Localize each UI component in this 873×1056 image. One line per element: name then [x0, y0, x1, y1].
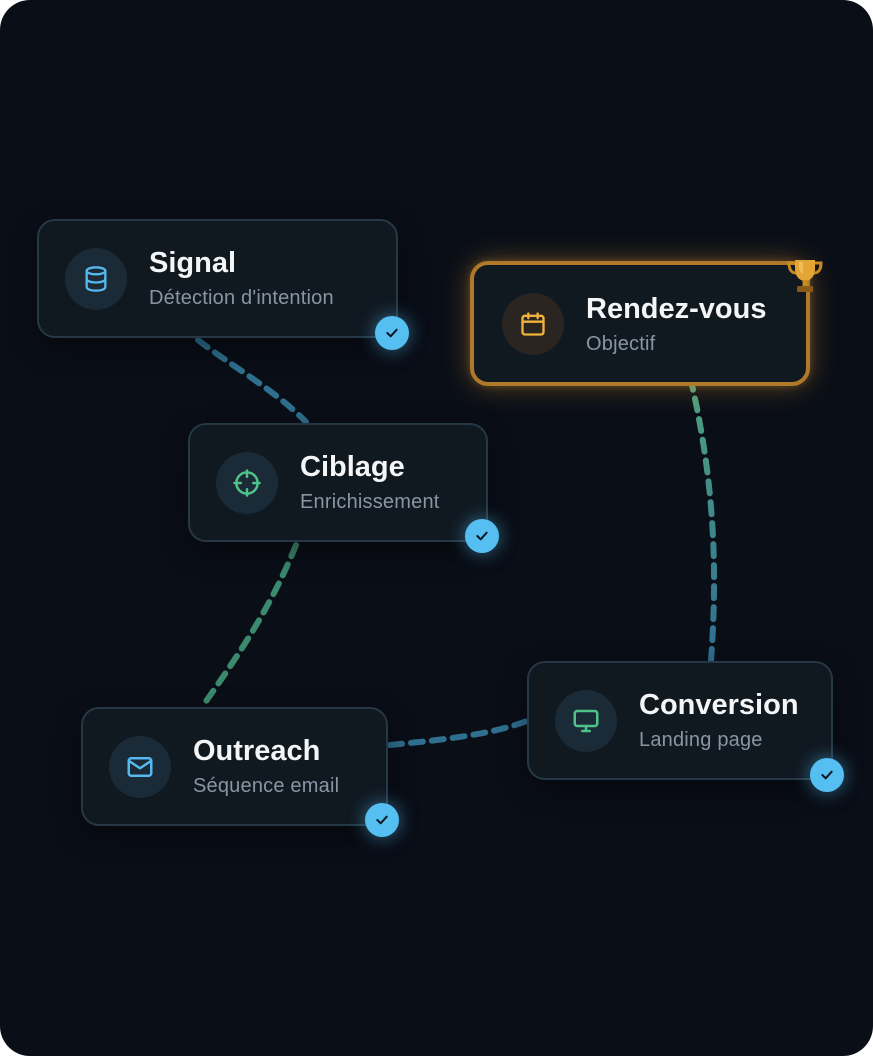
database-icon	[65, 248, 127, 310]
node-title: Conversion	[639, 689, 799, 721]
node-signal[interactable]: Signal Détection d'intention	[37, 219, 398, 338]
mail-icon	[109, 736, 171, 798]
crosshair-icon	[216, 452, 278, 514]
node-title: Outreach	[193, 735, 321, 767]
trophy-icon	[786, 256, 824, 301]
node-rendez-vous[interactable]: Rendez-vous Objectif	[470, 261, 810, 386]
link-ciblage-outreach	[199, 542, 299, 710]
node-ciblage[interactable]: Ciblage Enrichissement	[188, 423, 488, 542]
node-subtitle: Enrichissement	[300, 491, 440, 513]
check-icon	[365, 803, 399, 837]
check-icon	[810, 758, 844, 792]
node-subtitle: Objectif	[586, 333, 656, 355]
check-icon	[465, 519, 499, 553]
calendar-icon	[502, 293, 564, 355]
link-outreach-conversion	[387, 718, 530, 748]
node-title: Signal	[149, 247, 237, 279]
monitor-icon	[555, 690, 617, 752]
node-title: Rendez-vous	[586, 293, 767, 325]
node-subtitle: Landing page	[639, 729, 763, 751]
link-signal-ciblage	[195, 337, 309, 425]
node-subtitle: Séquence email	[193, 775, 340, 797]
node-subtitle: Détection d'intention	[149, 287, 334, 309]
node-outreach[interactable]: Outreach Séquence email	[81, 707, 388, 826]
check-icon	[375, 316, 409, 350]
link-conversion-rendezvous	[689, 382, 718, 664]
node-conversion[interactable]: Conversion Landing page	[527, 661, 833, 780]
node-title: Ciblage	[300, 451, 405, 483]
